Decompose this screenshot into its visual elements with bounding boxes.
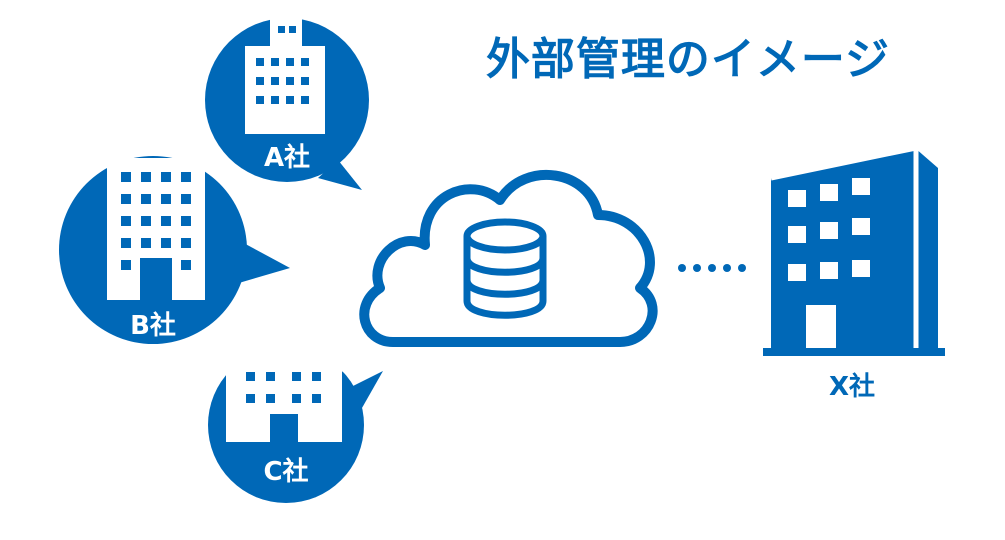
company-x-label: X社 bbox=[829, 371, 875, 402]
diagram-title: 外部管理のイメージ bbox=[486, 34, 890, 85]
company-c-label: C社 bbox=[263, 456, 308, 487]
company-b-bubble: B社 bbox=[59, 156, 290, 344]
office-building-icon bbox=[107, 158, 205, 300]
company-a-label: A社 bbox=[264, 142, 310, 173]
database-icon bbox=[463, 218, 547, 319]
company-x-building: X社 bbox=[763, 144, 945, 402]
company-b-label: B社 bbox=[130, 310, 176, 341]
dotted-connector bbox=[678, 264, 746, 272]
company-a-bubble: A社 bbox=[205, 16, 369, 190]
office-building-icon bbox=[763, 144, 945, 356]
company-c-bubble: C社 bbox=[208, 322, 383, 503]
cloud-database-icon bbox=[359, 170, 658, 347]
office-building-icon bbox=[245, 16, 325, 134]
house-office-icon bbox=[216, 322, 352, 442]
